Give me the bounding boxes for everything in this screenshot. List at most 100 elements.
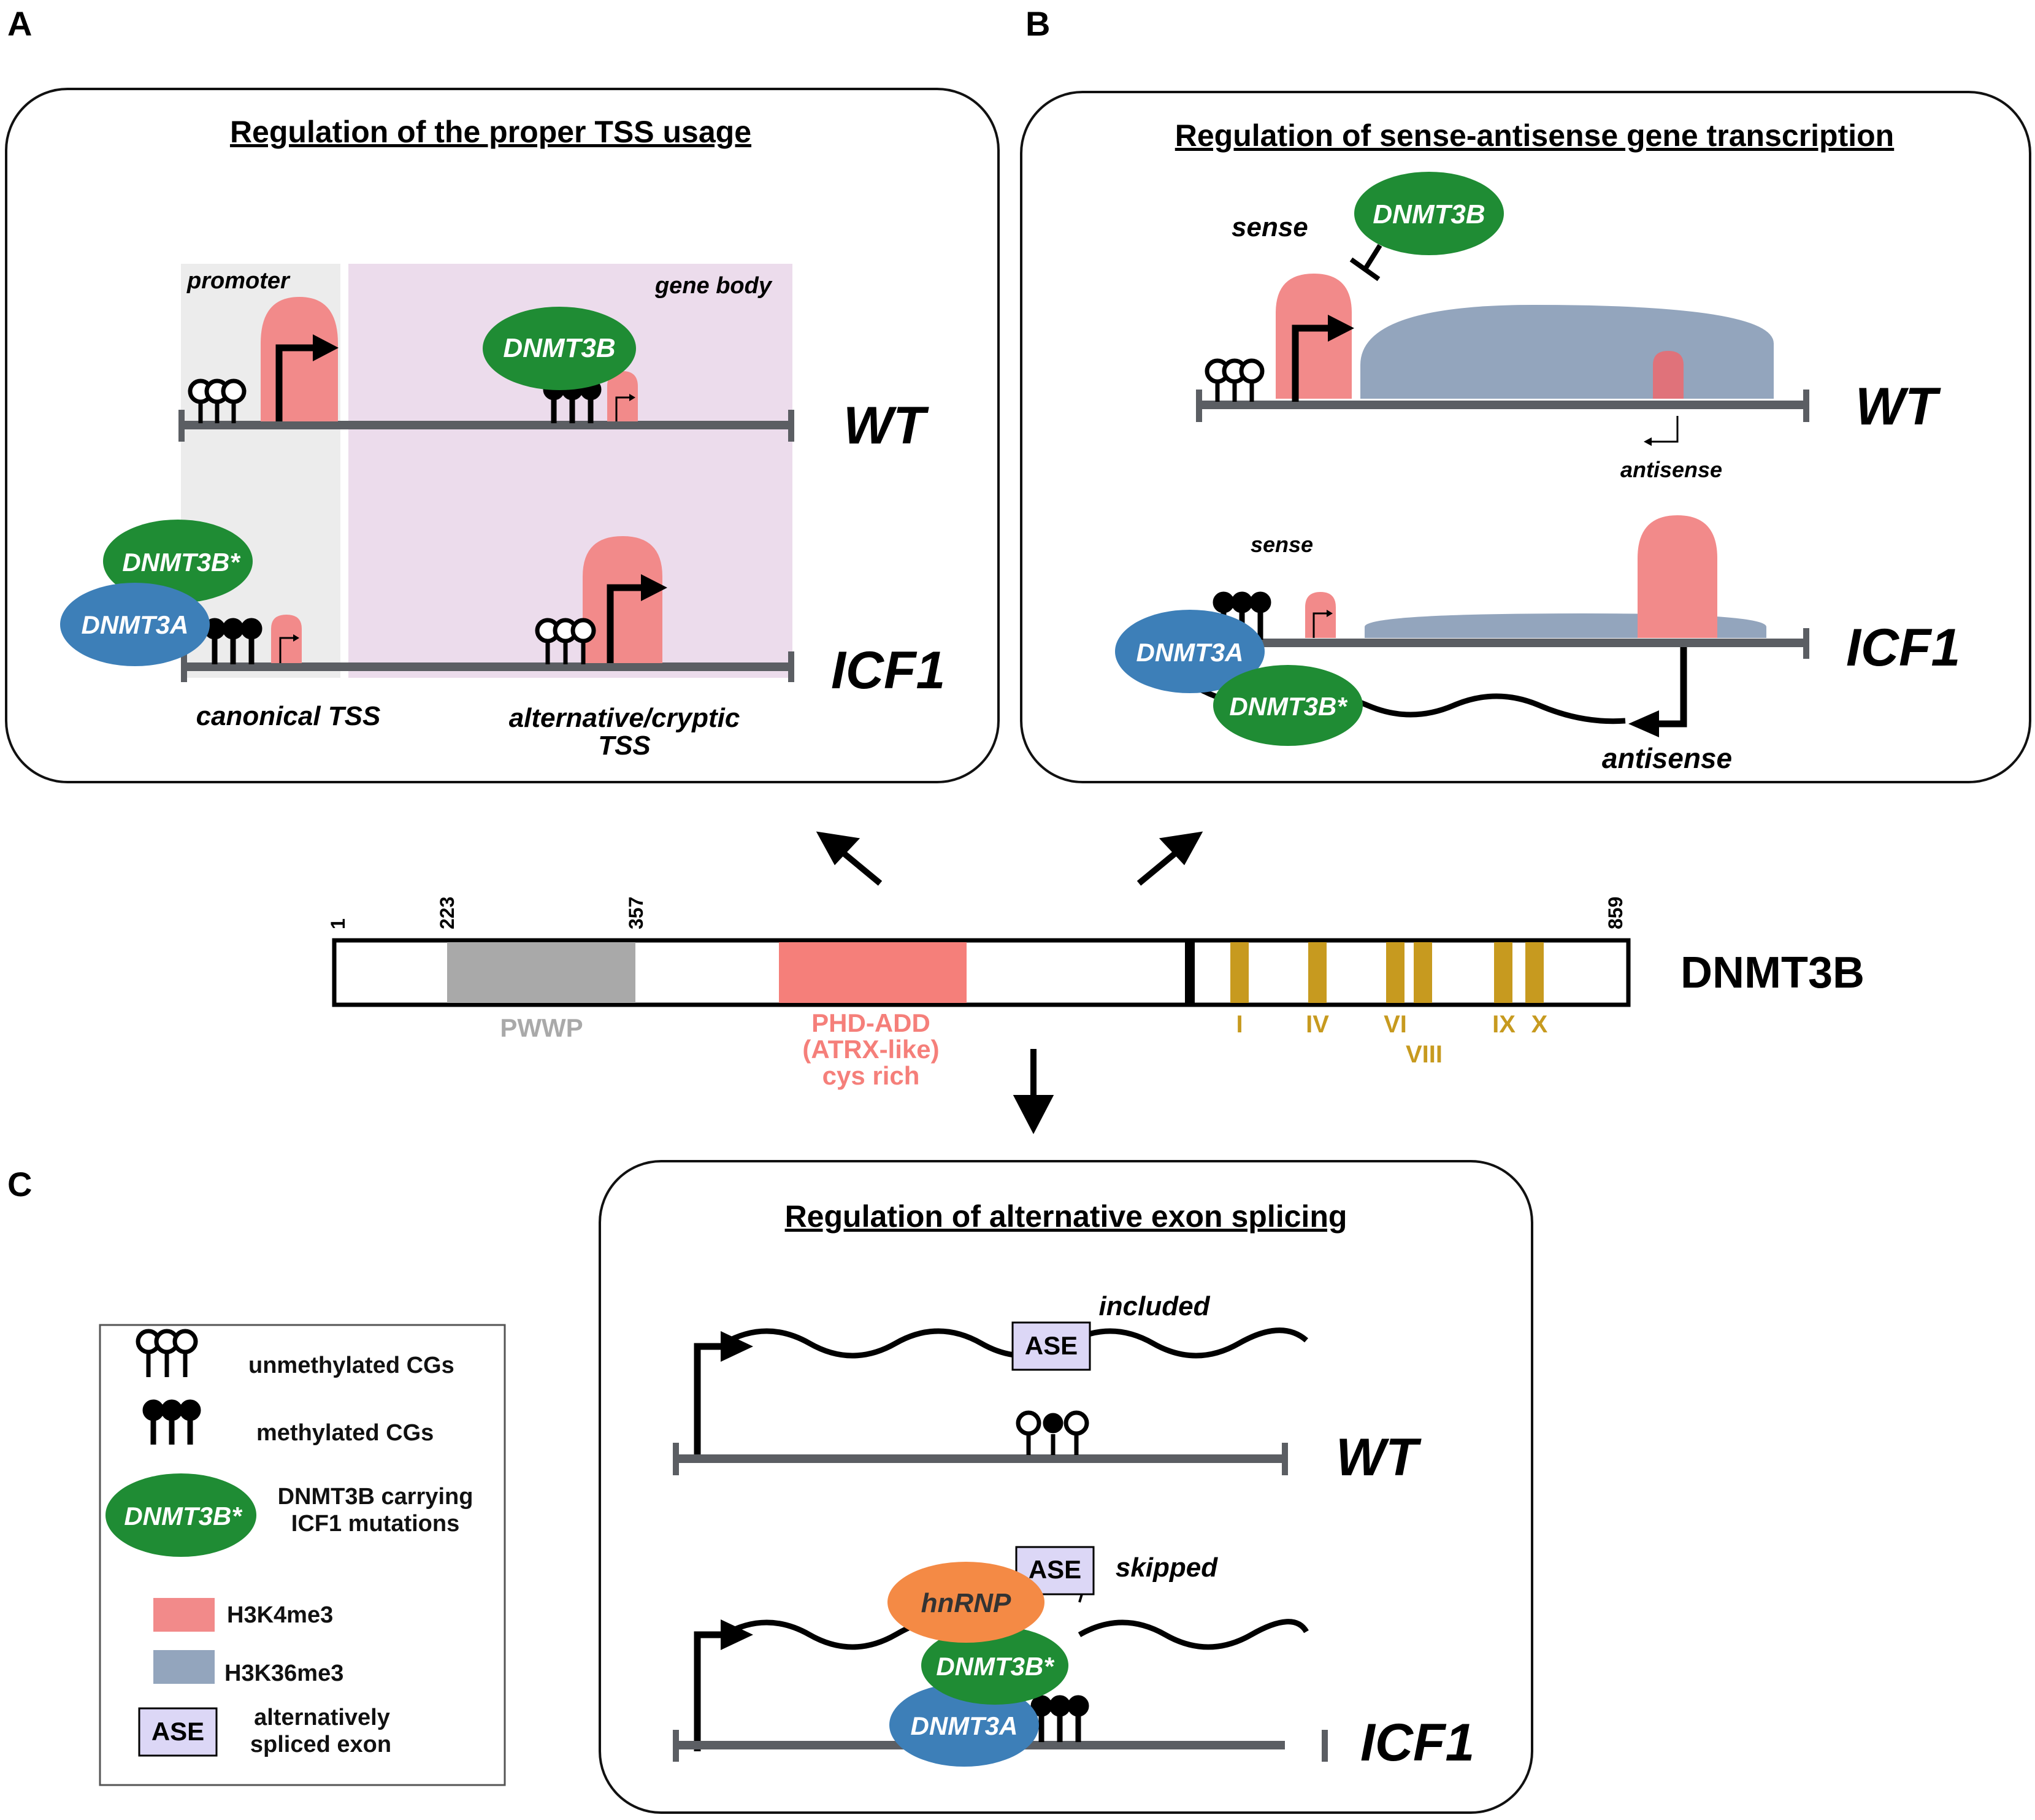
motif-label-iv: IV <box>1306 1011 1329 1038</box>
motif-label-vi: VI <box>1384 1011 1407 1038</box>
motif-label-viii: VIII <box>1406 1041 1443 1068</box>
legend-mutant-line1: DNMT3B carrying <box>278 1484 473 1510</box>
motif-ix <box>1494 942 1512 1003</box>
antisense-arrow-icon <box>1628 710 1659 737</box>
canonical-tss-label: canonical TSS <box>196 701 381 731</box>
mixed-cg-icon <box>1016 1410 1089 1455</box>
ase-exon-box <box>1011 1321 1091 1371</box>
phd-label-line1: PHD-ADD <box>811 1008 930 1037</box>
legend-ase-label: ASE <box>151 1717 204 1746</box>
panel-c-icf1-label: ICF1 <box>1360 1713 1474 1772</box>
panel-b-wt-label: WT <box>1855 377 1941 436</box>
dnmt3b-mutant-label: DNMT3B* <box>1229 692 1347 721</box>
pos-357: 357 <box>625 897 647 929</box>
panel-b-title: Regulation of sense-antisense gene trans… <box>1175 118 1894 153</box>
panel-a-wt-gene: DNMT3B <box>178 297 794 442</box>
legend-ase-line2: spliced exon <box>250 1732 391 1757</box>
wt-antisense-label: antisense <box>1620 457 1722 482</box>
tss-arrow-icon <box>721 1619 753 1650</box>
panel-c-wt-label: WT <box>1336 1428 1422 1487</box>
dnmt3a-label: DNMT3A <box>911 1711 1018 1740</box>
legend-mutant-enzyme-icon <box>105 1473 256 1557</box>
unmethylated-cg-icon <box>1205 358 1265 402</box>
legend: unmethylated CGs methylated CGs DNMT3B* … <box>99 1324 506 1786</box>
inhibition-icon <box>1362 244 1382 272</box>
motif-x <box>1525 942 1544 1003</box>
pwwp-domain <box>447 942 635 1003</box>
dnmt3a-enzyme <box>60 583 210 666</box>
panel-c-letter: C <box>7 1165 32 1204</box>
panel-a-title: Regulation of the proper TSS usage <box>230 115 751 149</box>
panel-c: C Regulation of alternative exon splicin… <box>7 1160 1533 1814</box>
dnmt3b-mutant-enzyme <box>921 1626 1068 1705</box>
dnmt3a-label: DNMT3A <box>1136 638 1244 667</box>
panel-a-icf1-gene: DNMT3B* DNMT3A <box>60 520 794 682</box>
dnmt3b-label: DNMT3B <box>503 333 615 363</box>
dnmt3b-enzyme <box>1354 172 1504 255</box>
dnmt3a-label: DNMT3A <box>82 610 189 639</box>
domain-boundary <box>1185 942 1195 1003</box>
legend-methylated-icon <box>142 1399 201 1445</box>
panel-c-icf1-gene: ASE DNMT3A DNMT3B* hnRNP <box>673 1546 1328 1767</box>
icf-sense-label: sense <box>1251 532 1313 557</box>
tss-arrow-icon <box>721 1331 753 1362</box>
hnrnp-protein <box>887 1562 1044 1643</box>
arrow-to-panel-a-head <box>816 831 860 866</box>
arrow-to-panel-b-head <box>1159 831 1203 866</box>
panel-b-letter: B <box>1025 4 1050 43</box>
protein-name: DNMT3B <box>1681 948 1864 997</box>
alt-tss-label-line1: alternative/cryptic <box>509 703 740 733</box>
motif-iv <box>1308 942 1327 1003</box>
legend-ase-box <box>138 1707 218 1757</box>
pos-859: 859 <box>1604 897 1627 929</box>
motif-vi <box>1386 942 1405 1003</box>
panel-a: A Regulation of the proper TSS usage pro… <box>5 4 1000 783</box>
h3k36me3-domain <box>1360 305 1774 399</box>
motif-i <box>1230 942 1249 1003</box>
phd-add-domain <box>779 942 967 1003</box>
phd-label-line2: (ATRX-like) <box>802 1035 939 1064</box>
panel-b: B Regulation of sense-antisense gene tra… <box>1020 4 2031 783</box>
ase-wt-label: ASE <box>1025 1331 1078 1360</box>
legend-ase-line1: alternatively <box>254 1705 390 1730</box>
pos-223: 223 <box>436 897 458 929</box>
phd-label-line3: cys rich <box>822 1061 920 1090</box>
h3k4me3-peak <box>261 297 338 421</box>
panel-b-icf1-label: ICF1 <box>1846 618 1960 677</box>
dnmt3b-mutant-enzyme <box>103 520 253 603</box>
pos-1: 1 <box>327 918 349 929</box>
alt-tss-label-line2: TSS <box>598 731 651 761</box>
legend-unmethylated-label: unmethylated CGs <box>248 1353 454 1378</box>
legend-h3k36me3-swatch <box>153 1650 215 1684</box>
legend-mutant-enzyme-label: DNMT3B* <box>124 1502 242 1530</box>
unmethylated-cg-icon <box>188 378 247 423</box>
arrow-to-panel-c-head <box>1013 1095 1054 1134</box>
icf-antisense-label: antisense <box>1602 742 1732 774</box>
panel-a-icf1-label: ICF1 <box>831 641 945 700</box>
motif-label-i: I <box>1236 1011 1243 1038</box>
motif-label-x: X <box>1531 1011 1548 1038</box>
legend-h3k4me3-swatch <box>153 1598 215 1632</box>
motif-viii <box>1414 942 1432 1003</box>
methylated-cg-icon <box>204 618 263 664</box>
panel-c-title: Regulation of alternative exon splicing <box>785 1199 1347 1234</box>
legend-h3k36me3-label: H3K36me3 <box>224 1661 343 1686</box>
hnrnp-label: hnRNP <box>921 1588 1011 1618</box>
panel-b-wt-gene: DNMT3B <box>1196 172 1809 446</box>
dnmt3b-protein-map: 1 223 357 859 DNMT3B PWWP PHD-ADD (ATRX-… <box>327 897 1864 1090</box>
connector-arrows <box>816 831 1203 1134</box>
panel-b-frame <box>1020 91 2031 783</box>
dnmt3b-mutant-label: DNMT3B* <box>936 1652 1054 1681</box>
legend-mutant-line2: ICF1 mutations <box>291 1511 459 1537</box>
legend-unmethylated-icon <box>136 1329 198 1377</box>
panel-a-letter: A <box>7 4 32 43</box>
included-label: included <box>1099 1291 1211 1321</box>
promoter-label: promoter <box>186 268 291 294</box>
legend-h3k4me3-label: H3K4me3 <box>227 1602 333 1628</box>
tss-arrow-icon <box>641 574 667 601</box>
ase-icf-label: ASE <box>1029 1555 1081 1584</box>
dnmt3b-enzyme <box>483 307 636 390</box>
dnmt3b-label: DNMT3B <box>1373 199 1485 229</box>
gene-body-label: gene body <box>654 273 773 299</box>
